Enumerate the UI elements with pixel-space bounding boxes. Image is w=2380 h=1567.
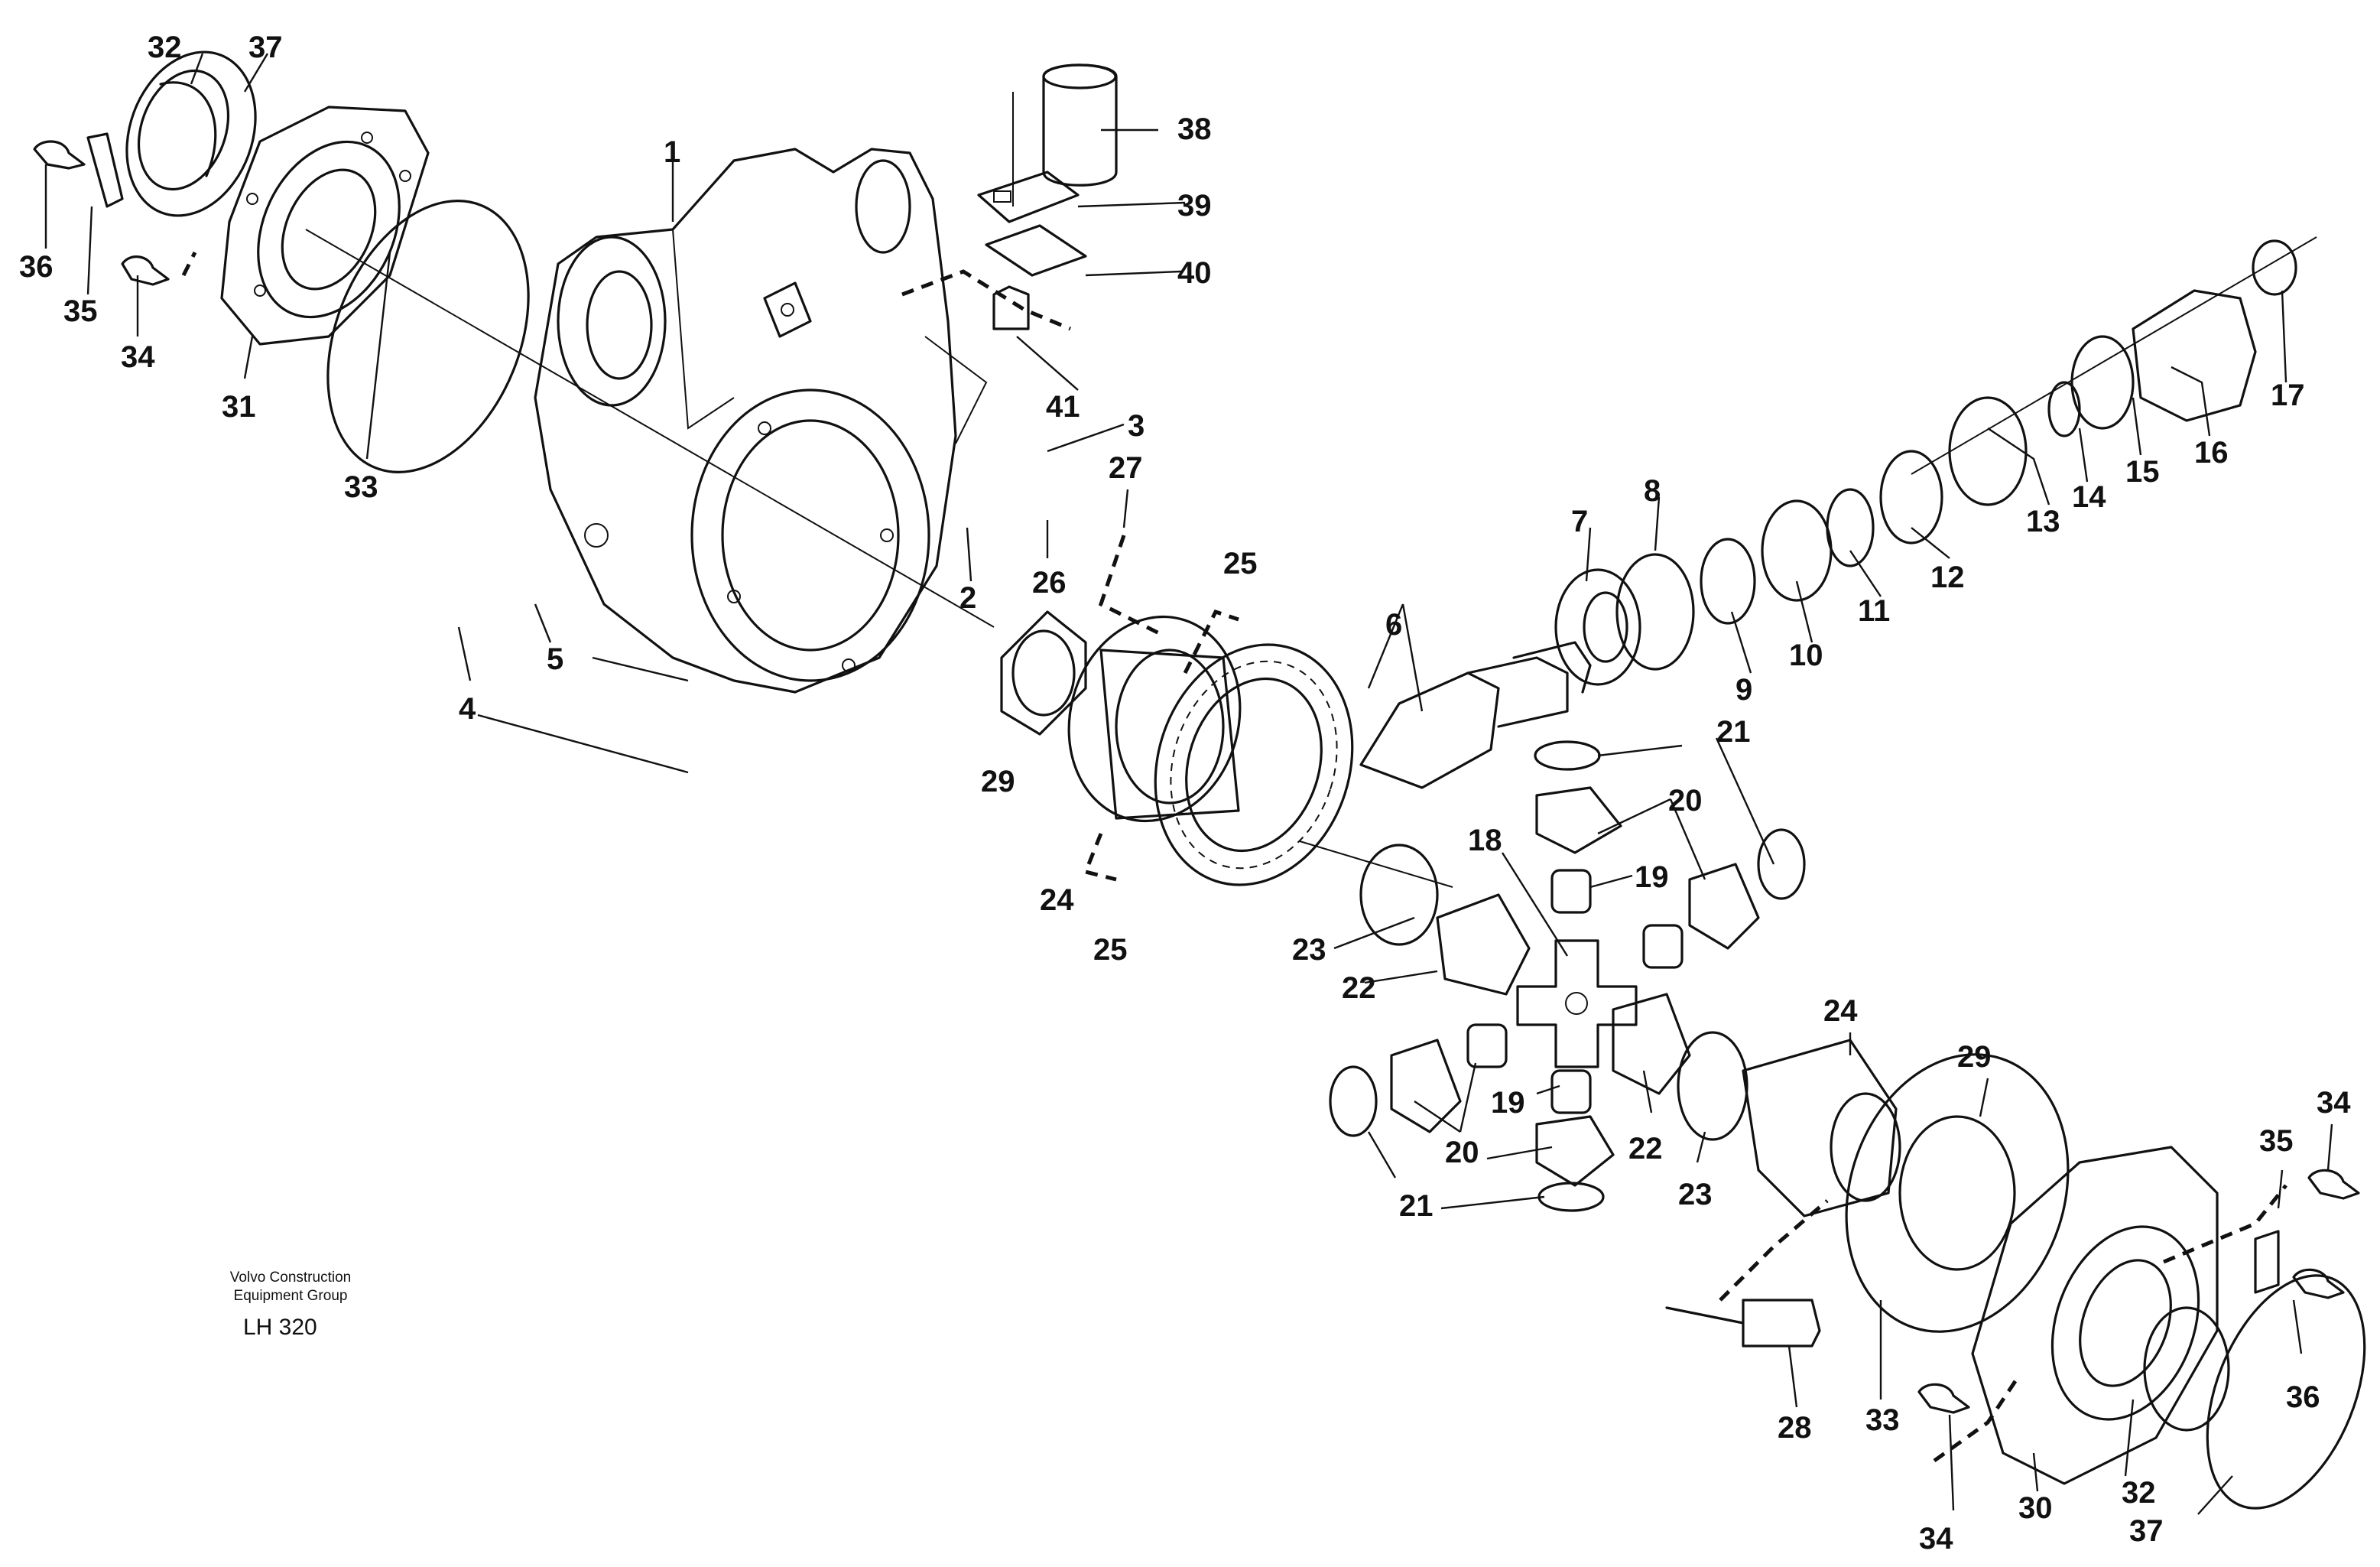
callout-37b: 37 [2129,1514,2164,1548]
callout-21a: 21 [1716,715,1751,749]
callout-20a: 20 [1668,784,1703,818]
callout-28: 28 [1778,1411,1812,1445]
callout-19b: 19 [1491,1086,1525,1120]
callout-32a: 32 [148,31,182,64]
callout-24a: 24 [1040,883,1074,917]
o-ring-icon [2206,1274,2366,1510]
callout-29b: 29 [1957,1040,1992,1074]
callout-29a: 29 [981,765,1015,798]
callout-40: 40 [1177,256,1212,290]
callout-11: 11 [1858,594,1890,628]
callout-35a: 35 [63,294,98,328]
caption-code: LH 320 [243,1315,317,1340]
callout-41: 41 [1046,390,1080,424]
callout-34b: 34 [2317,1086,2351,1120]
caption-line2: Equipment Group [234,1288,348,1304]
callout-4: 4 [459,692,476,726]
callout-22a: 22 [1342,971,1376,1005]
bearing-cover-icon [1971,1146,2219,1485]
callout-25b: 25 [1093,933,1128,967]
callout-19a: 19 [1635,860,1669,894]
callout-33a: 33 [344,470,378,504]
callout-20b: 20 [1445,1136,1479,1169]
callout-25a: 25 [1223,547,1258,580]
callout-37a: 37 [248,31,283,64]
callout-7: 7 [1571,505,1588,538]
callout-16: 16 [2194,436,2229,470]
callout-12: 12 [1930,561,1965,594]
bearing-cover-icon [220,106,430,346]
callout-31: 31 [222,390,256,424]
callout-10: 10 [1789,639,1823,672]
callout-35b: 35 [2259,1124,2294,1158]
callout-36b: 36 [2286,1380,2320,1414]
callout-33b: 33 [1865,1403,1900,1437]
callout-36a: 36 [19,250,54,284]
callout-18: 18 [1468,824,1502,857]
drive-pinion-icon [1359,641,1592,789]
callout-3: 3 [1128,409,1145,443]
callout-8: 8 [1644,474,1661,508]
differential-case-icon [1067,615,1242,823]
callout-9: 9 [1735,673,1752,707]
crown-wheel-icon [1154,643,1354,886]
callout-39: 39 [1177,189,1212,223]
o-ring-icon [326,200,530,473]
caption-line1: Volvo Construction [230,1270,351,1286]
callout-27: 27 [1109,451,1143,485]
callout-13: 13 [2026,505,2060,538]
callout-23a: 23 [1292,933,1326,967]
callout-14: 14 [2072,480,2106,514]
callout-17: 17 [2271,379,2305,412]
differential-spider-icon [1516,939,1638,1068]
callout-15: 15 [2125,455,2160,489]
callout-1: 1 [664,135,680,169]
callout-24b: 24 [1823,994,1858,1028]
callout-34a: 34 [121,340,155,374]
final-drive-housing-icon [534,148,988,694]
callout-22b: 22 [1628,1132,1663,1165]
callout-34c: 34 [1919,1522,1953,1556]
callout-2: 2 [959,581,976,615]
callout-32b: 32 [2122,1476,2156,1510]
callout-26: 26 [1032,566,1067,600]
callout-38: 38 [1177,112,1212,146]
callout-23b: 23 [1678,1178,1713,1211]
callout-30: 30 [2018,1491,2053,1525]
callout-6: 6 [1385,608,1402,642]
callout-5: 5 [547,642,563,676]
callout-21b: 21 [1399,1189,1434,1223]
